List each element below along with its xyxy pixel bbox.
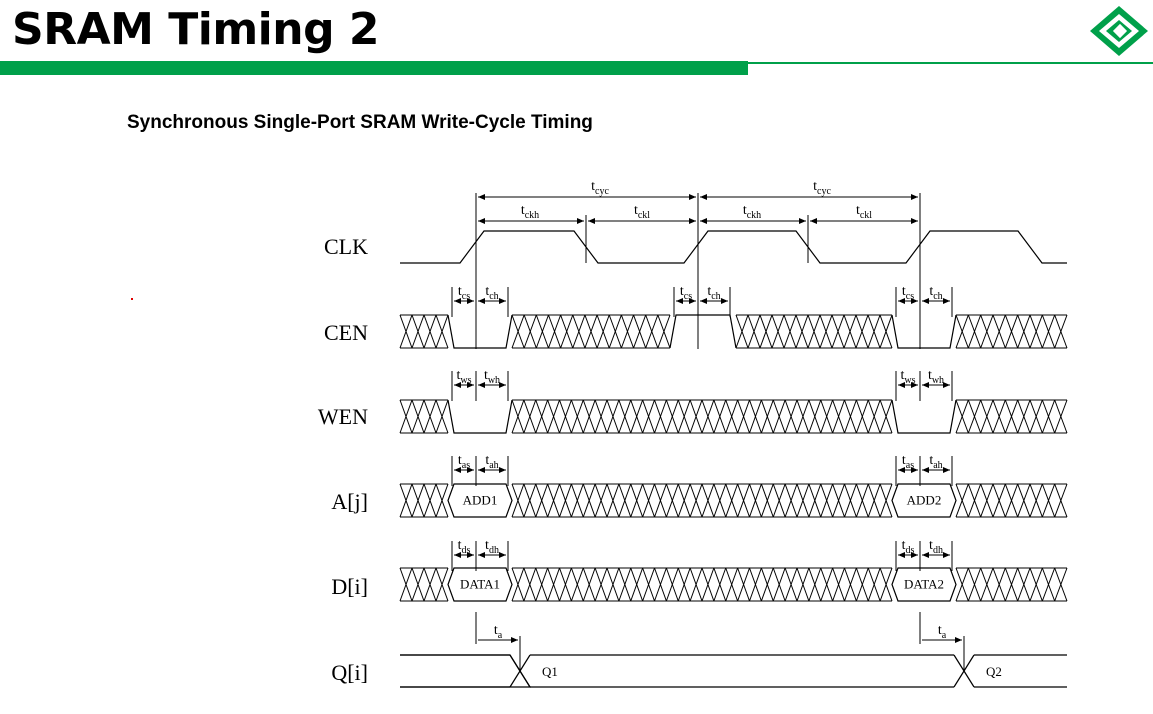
cen-edge2-setup-hold [673, 287, 731, 317]
label-tckh-1: tckh [521, 203, 539, 221]
cen-low-1 [447, 314, 513, 349]
din-edge3-setup-hold [895, 541, 953, 571]
din-edge1-label-ds: tds [458, 538, 471, 556]
slide-title: SRAM Timing 2 [12, 4, 380, 55]
cen-low-2 [891, 314, 957, 349]
addr-edge3-label-as: tas [902, 453, 914, 471]
addr-dontcare-3 [955, 483, 1068, 518]
wen-edge1-label-ws: tws [456, 368, 471, 386]
cen-edge2-label-cs: tcs [680, 284, 692, 302]
title-underline-thick [0, 61, 748, 75]
addr-edge1-setup-hold [451, 456, 509, 486]
wen-low-1 [447, 399, 513, 434]
label-tckh-2: tckh [743, 203, 761, 221]
addr-valid-2-label: ADD2 [907, 493, 942, 508]
addr-valid-1 [447, 483, 513, 518]
wen-edge3-label-ws: tws [900, 368, 915, 386]
cycle-arrows [478, 194, 918, 224]
clock-edge-lines [475, 193, 921, 349]
cen-edge1-label-cs: tcs [458, 284, 470, 302]
label-tckl-1: tckl [634, 203, 650, 221]
cen-edge2-label-ch: tch [707, 284, 720, 302]
din-edge3-label-ds: tds [902, 538, 915, 556]
cen-dontcare-4 [955, 314, 1068, 349]
wen-edge1-label-wh: twh [484, 368, 500, 386]
cen-high [669, 314, 737, 349]
addr-edge1-label-ah: tah [485, 453, 498, 471]
timing-labels: tcyc tcyc tckh tckl tckh tckl [521, 179, 872, 221]
ta-markers [475, 612, 965, 670]
din-dontcare-3 [955, 567, 1068, 602]
q-output-waveform [400, 654, 1067, 688]
chip-logo-icon [1090, 6, 1148, 56]
signal-label-din: D[i] [331, 574, 368, 599]
label-tcyc-2: tcyc [813, 179, 831, 197]
signal-label-wen: WEN [318, 404, 368, 429]
clk-waveform [400, 230, 1067, 264]
q2-value: Q2 [986, 664, 1002, 679]
diagram-subtitle: Synchronous Single-Port SRAM Write-Cycle… [127, 112, 593, 133]
wen-dontcare-1 [399, 399, 449, 434]
addr-valid-1-label: ADD1 [463, 493, 498, 508]
signal-label-qout: Q[i] [331, 660, 368, 685]
cen-dontcare-2 [511, 314, 671, 349]
din-edge1-setup-hold [451, 541, 509, 571]
din-valid-2 [891, 567, 957, 602]
wen-dontcare-3 [955, 399, 1068, 434]
addr-dontcare-1 [399, 483, 449, 518]
signal-label-addr: A[j] [331, 489, 368, 514]
wen-low-2 [891, 399, 957, 434]
cen-dontcare-1 [399, 314, 449, 349]
din-edge3-label-dh: tdh [929, 538, 943, 556]
label-ta-2: ta [938, 623, 947, 641]
cen-edge1-label-ch: tch [485, 284, 498, 302]
label-tcyc-1: tcyc [591, 179, 609, 197]
din-dontcare-2 [511, 567, 893, 602]
stray-dot [131, 298, 133, 300]
addr-edge3-label-ah: tah [929, 453, 942, 471]
title-underline-thin [748, 62, 1153, 64]
din-valid-1-label: DATA1 [460, 577, 500, 592]
addr-edge3-setup-hold [895, 456, 953, 486]
wen-edge3-label-wh: twh [928, 368, 944, 386]
din-edge1-label-dh: tdh [485, 538, 499, 556]
wen-dontcare-2 [511, 399, 893, 434]
label-tckl-2: tckl [856, 203, 872, 221]
cen-edge1-setup-hold [451, 287, 509, 317]
din-valid-2-label: DATA2 [904, 577, 944, 592]
cen-edge3-setup-hold [895, 287, 953, 317]
cen-edge3-label-ch: tch [929, 284, 942, 302]
label-ta-1: ta [494, 623, 503, 641]
din-valid-1 [447, 567, 513, 602]
din-dontcare-1 [399, 567, 449, 602]
cen-edge3-label-cs: tcs [902, 284, 914, 302]
signal-label-cen: CEN [324, 320, 368, 345]
addr-edge1-label-as: tas [458, 453, 470, 471]
signal-label-clk: CLK [324, 234, 368, 259]
q1-value: Q1 [542, 664, 558, 679]
cen-dontcare-3 [735, 314, 893, 349]
addr-valid-2 [891, 483, 957, 518]
wen-edge1-setup-hold [451, 371, 509, 401]
addr-dontcare-2 [511, 483, 893, 518]
wen-edge3-setup-hold [895, 371, 953, 401]
